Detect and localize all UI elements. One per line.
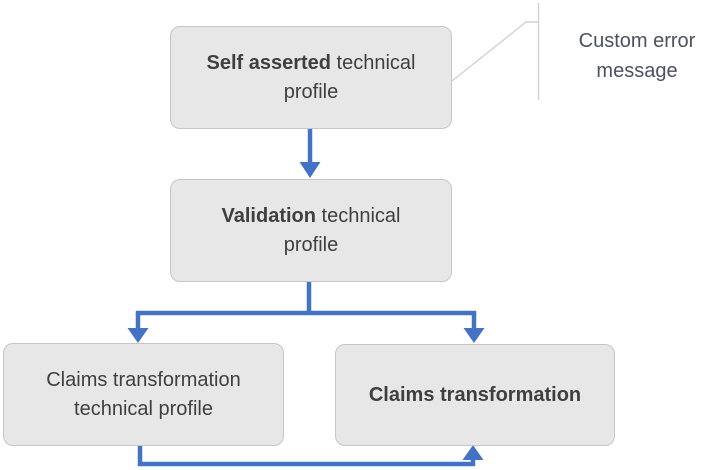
node-self-asserted-technical-profile: Self asserted technical profile <box>170 26 452 129</box>
callout-text-line: message <box>596 60 678 82</box>
node-text-line: Validation technical <box>221 204 401 227</box>
arrowhead-down-claims <box>463 328 485 343</box>
node-text-line: Claims transformation <box>368 383 582 406</box>
connector-claims-tp-to-claims <box>137 445 476 467</box>
callout-custom-error-message: Custom error message <box>552 26 722 86</box>
callout-leader-line <box>451 21 539 82</box>
callout-text-line: Custom error <box>578 30 696 52</box>
arrowhead-up-claims <box>462 445 484 460</box>
node-text-line: Self asserted technical <box>206 51 416 74</box>
arrowhead-down-validation <box>299 162 321 178</box>
node-text-line: profile <box>283 233 339 256</box>
node-text-line: Claims transformation <box>46 368 241 391</box>
arrowhead-down-claims-tp <box>127 328 149 343</box>
node-text-line: technical profile <box>74 397 213 420</box>
node-text-line: profile <box>283 80 339 103</box>
node-validation-technical-profile: Validation technical profile <box>170 179 452 282</box>
node-claims-transformation-technical-profile: Claims transformation technical profile <box>3 343 284 446</box>
node-claims-transformation: Claims transformation <box>335 344 615 446</box>
